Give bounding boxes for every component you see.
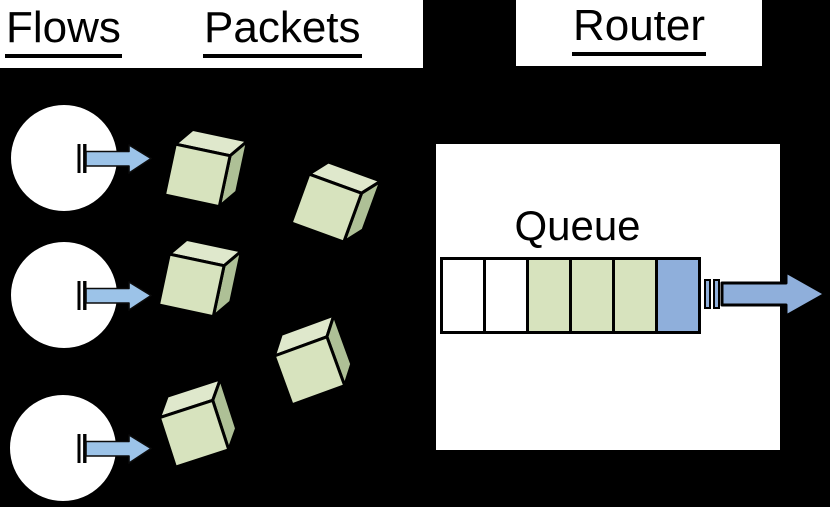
router-header-band: Router [516,0,762,66]
flow-arrow-icon [77,433,152,464]
queue-cell [569,257,615,334]
packets-heading: Packets [203,2,362,58]
router-heading: Router [571,0,707,56]
output-marker-bar [713,279,720,309]
queue-cell [526,257,572,334]
queue-cell [483,257,529,334]
queue-label: Queue [514,202,641,249]
queue-cell [655,257,701,334]
packet-cube-icon [162,124,250,212]
packet-cube-icon [266,313,360,407]
queue-cell [612,257,658,334]
flows-heading: Flows [5,2,122,58]
flows-packets-header-band: Flows Packets [0,0,423,68]
queue-cell [440,257,486,334]
flow-arrow-icon [77,280,152,311]
packet-cube-icon [152,377,244,469]
packet-cube-icon [156,234,244,322]
queue [440,257,701,334]
output-marker-bar [704,279,711,309]
packet-cube-icon [289,155,383,249]
output-arrow-icon [720,270,827,318]
flow-arrow-icon [77,143,152,174]
